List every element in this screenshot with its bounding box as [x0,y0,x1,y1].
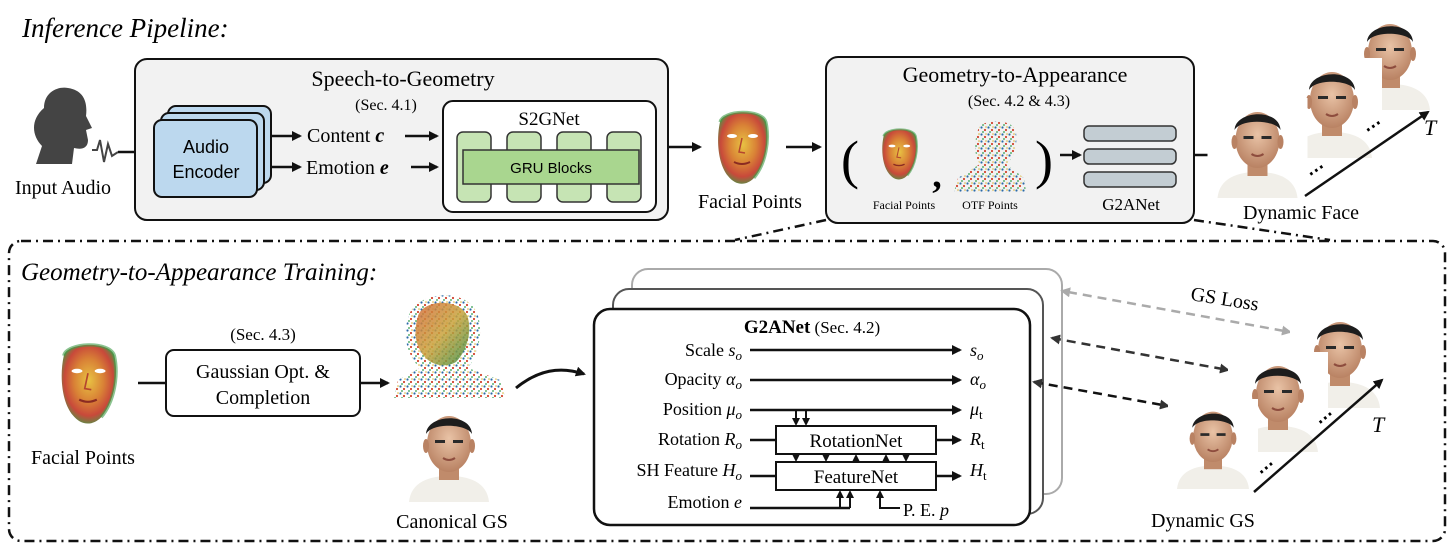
row-scale-label: Scale so [685,340,743,363]
g2anet-label: G2ANet [1102,195,1160,214]
g2anet-card [592,307,1032,527]
g2anet-rows: Scale so Opacity αo Position μo Rotation… [637,340,987,512]
inference-title: Inference Pipeline: [21,13,229,43]
row-position-output: μt [969,399,983,422]
geometry-to-appearance-sec: (Sec. 4.2 & 4.3) [968,93,1070,110]
row-emotion-label: Emotion e [668,492,743,512]
input-audio-label: Input Audio [15,177,111,199]
row-sh-feature-output: Ht [969,460,987,483]
speech-to-geometry-title: Speech-to-Geometry [311,66,494,91]
row-opacity-output: αo [970,369,986,392]
gaussian-opt-label-1: Gaussian Opt. & [196,361,330,383]
row-scale-output: so [970,340,984,363]
open-paren: ( [841,130,859,190]
facial-points-label: Facial Points [698,191,802,213]
net-connectors [792,410,910,509]
training-facial-points-image [59,343,118,426]
comma: , [932,154,942,196]
gaussian-sec: (Sec. 4.3) [230,325,296,344]
row-sh-feature-label: SH Feature Ho [637,460,743,483]
feature-net-label: FeatureNet [814,467,899,488]
pe-label: P. E. p [903,500,949,520]
geometry-to-appearance-title: Geometry-to-Appearance [903,62,1128,87]
dynamic-gs-frame-1 [1168,398,1258,490]
training-time-axis [1253,378,1384,493]
otf-points-label: OTF Points [962,198,1018,212]
canonical-gs-label: Canonical GS [396,511,508,533]
close-paren: ) [1035,130,1053,190]
dynamic-face-label: Dynamic Face [1243,202,1359,224]
gs-link-arrow-1 [1032,378,1170,410]
emotion-label: Emotion e [306,157,389,179]
zoom-line-right [1193,218,1331,242]
canonical-to-g2anet-arrow [515,366,586,390]
zoom-line-left [734,218,827,242]
gs-loss-label: GS Loss [1189,283,1260,315]
time-t-label: T [1424,115,1438,140]
row-position-label: Position μo [663,399,743,422]
g2anet-card-title: G2ANet (Sec. 4.2) [744,317,880,338]
row-opacity-label: Opacity αo [665,369,743,392]
gs-link-arrow-2 [1050,334,1230,374]
row-rotation-output: Rt [969,429,985,452]
g2anet-layers [1083,125,1177,188]
facial-points-mesh-image [716,110,769,186]
audio-encoder: Audio Encoder [153,105,272,198]
speaker-head-icon [34,87,119,164]
facial-points-small-label: Facial Points [873,198,936,212]
training-title: Geometry-to-Appearance Training: [21,259,377,286]
gru-blocks-bar [462,149,640,185]
training-facial-points-label: Facial Points [31,447,135,469]
speech-to-geometry-sec: (Sec. 4.1) [355,97,417,114]
gru-blocks-label: GRU Blocks [510,160,592,177]
rotation-net-label: RotationNet [810,431,904,452]
audio-encoder-label-2: Encoder [172,162,239,182]
gs-loss-arrow [1060,287,1292,336]
row-rotation-label: Rotation Ro [658,429,743,452]
time-axis [1304,110,1430,198]
training-time-t-label: T [1372,412,1386,437]
feature-net-box [775,461,937,491]
otf-points-image [954,121,1026,192]
content-label: Content c [307,125,384,147]
s2gnet-title: S2GNet [518,109,580,130]
audio-encoder-label-1: Audio [183,137,229,157]
dynamic-face-frame-1 [1206,98,1309,198]
canonical-gs-point-cloud [394,295,506,398]
dynamic-gs-label: Dynamic GS [1151,510,1255,532]
gaussian-opt-label-2: Completion [216,387,310,409]
training-panel [7,239,1447,543]
canonical-gs-person-image [398,402,500,502]
